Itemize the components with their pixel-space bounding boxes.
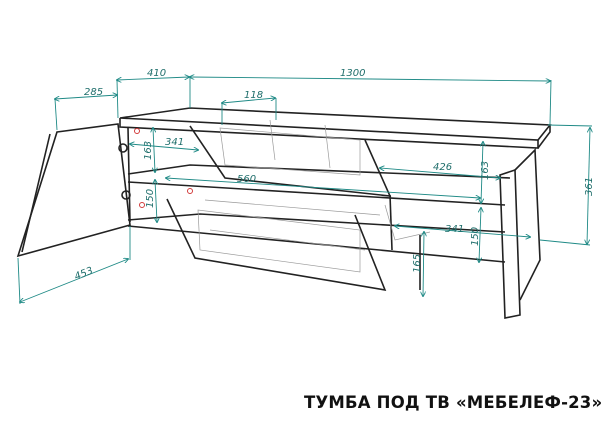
dim-left-shelf-depth: 341 xyxy=(165,137,184,148)
door-handle-icon xyxy=(118,143,128,153)
dim-total-height: 361 xyxy=(584,177,595,196)
dimension-labels: 410 1300 285 118 341 163 560 150 453 426… xyxy=(73,68,595,283)
dim-middle-width: 560 xyxy=(237,174,256,185)
left-door xyxy=(16,123,131,258)
dim-left-upper-height: 163 xyxy=(143,141,154,160)
dimension-lines xyxy=(17,76,592,305)
lower-flap xyxy=(166,198,387,292)
dim-right-shelf-depth: 341 xyxy=(445,224,464,235)
dim-right-shelf-width: 426 xyxy=(433,162,452,173)
dim-right-lower-height: 150 xyxy=(470,227,481,246)
dim-leg-height: 165 xyxy=(412,254,423,273)
product-title: ТУМБА ПОД ТВ «МЕБЕЛЕФ-23» xyxy=(304,393,603,412)
dim-door-height: 453 xyxy=(73,265,95,282)
dim-door-width: 285 xyxy=(84,87,103,98)
dim-drawer-depth: 118 xyxy=(244,90,263,101)
cabinet-body xyxy=(16,107,552,319)
door-handle-icon xyxy=(121,190,131,200)
dim-right-upper-height: 163 xyxy=(480,161,491,180)
dim-width: 1300 xyxy=(340,68,365,79)
dim-depth: 410 xyxy=(147,68,166,79)
dim-left-lower-height: 150 xyxy=(145,189,156,208)
